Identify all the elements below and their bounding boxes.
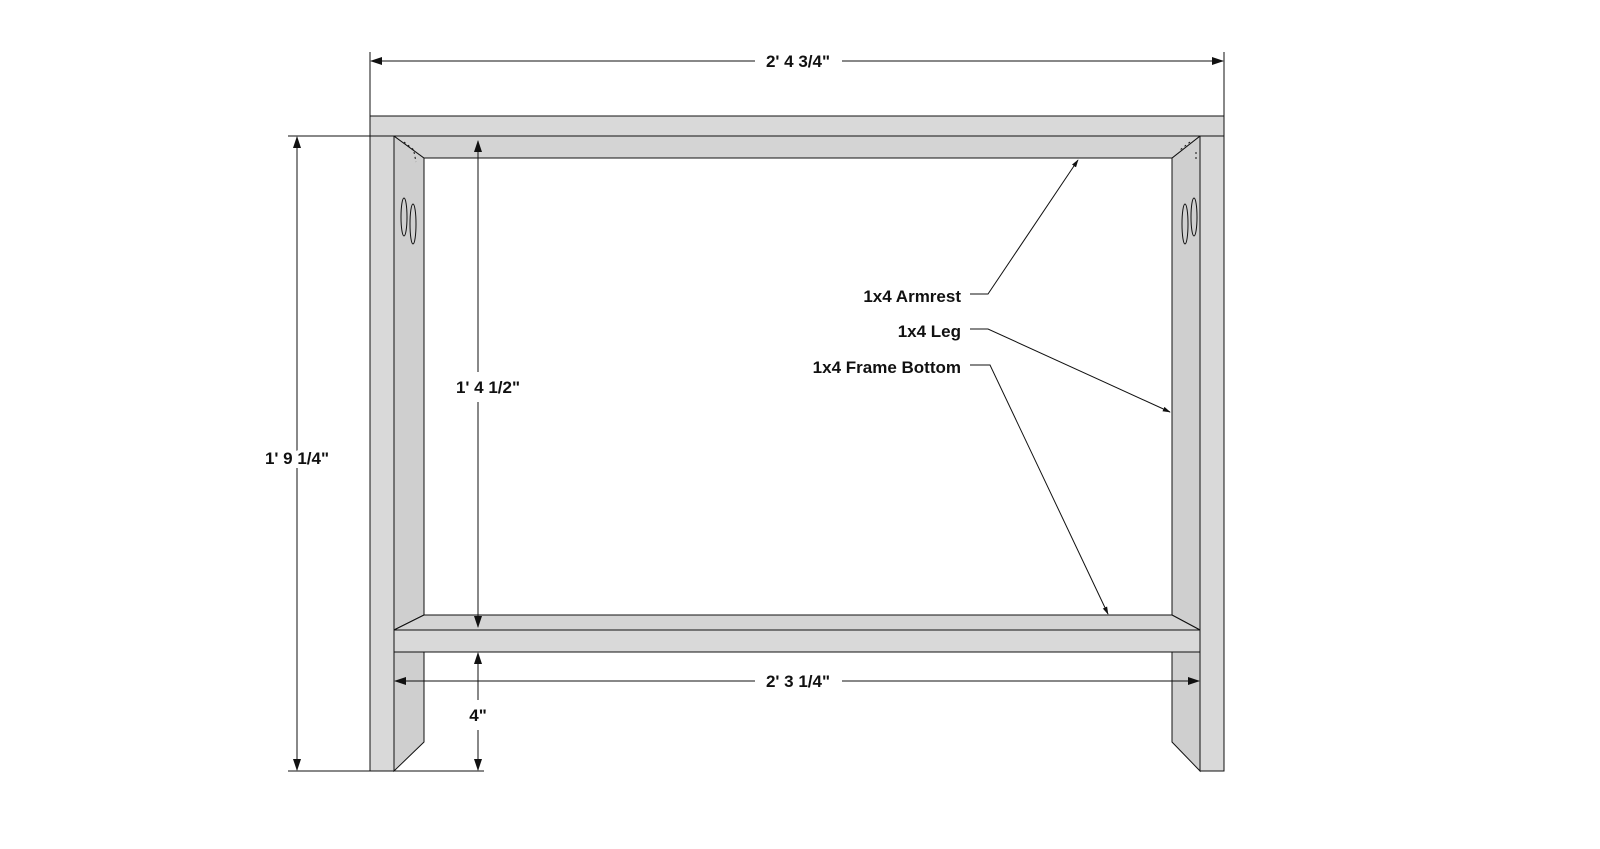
overall-height-label: 1' 9 1/4" [265, 449, 329, 468]
frame-bottom-label: 1x4 Frame Bottom [813, 358, 961, 377]
pocket-hole-icon [1181, 197, 1198, 245]
inner-height-label: 1' 4 1/2" [456, 378, 520, 397]
right-leg [1171, 134, 1225, 773]
frame-bottom [393, 614, 1201, 653]
leg-label: 1x4 Leg [898, 322, 961, 341]
dimension-inner-height: 1' 4 1/2" [456, 140, 520, 628]
callout-leg: 1x4 Leg [898, 322, 1171, 413]
dimension-overall-height: 1' 9 1/4" [261, 135, 370, 772]
dimension-inner-width: 2' 3 1/4" [394, 672, 1200, 691]
left-leg [369, 135, 425, 773]
dimension-leg-clearance: 4" [394, 652, 487, 772]
overall-width-label: 2' 4 3/4" [766, 52, 830, 71]
armrest-label: 1x4 Armrest [863, 287, 961, 306]
callout-armrest: 1x4 Armrest [863, 159, 1079, 306]
pocket-hole-icon [400, 197, 417, 245]
leg-clearance-label: 4" [469, 706, 487, 725]
armrest [369, 115, 1225, 159]
screw-mark-icon [403, 141, 1197, 163]
inner-width-label: 2' 3 1/4" [766, 672, 830, 691]
dimension-overall-width: 2' 4 3/4" [369, 52, 1225, 116]
callout-frame-bottom: 1x4 Frame Bottom [813, 358, 1109, 615]
